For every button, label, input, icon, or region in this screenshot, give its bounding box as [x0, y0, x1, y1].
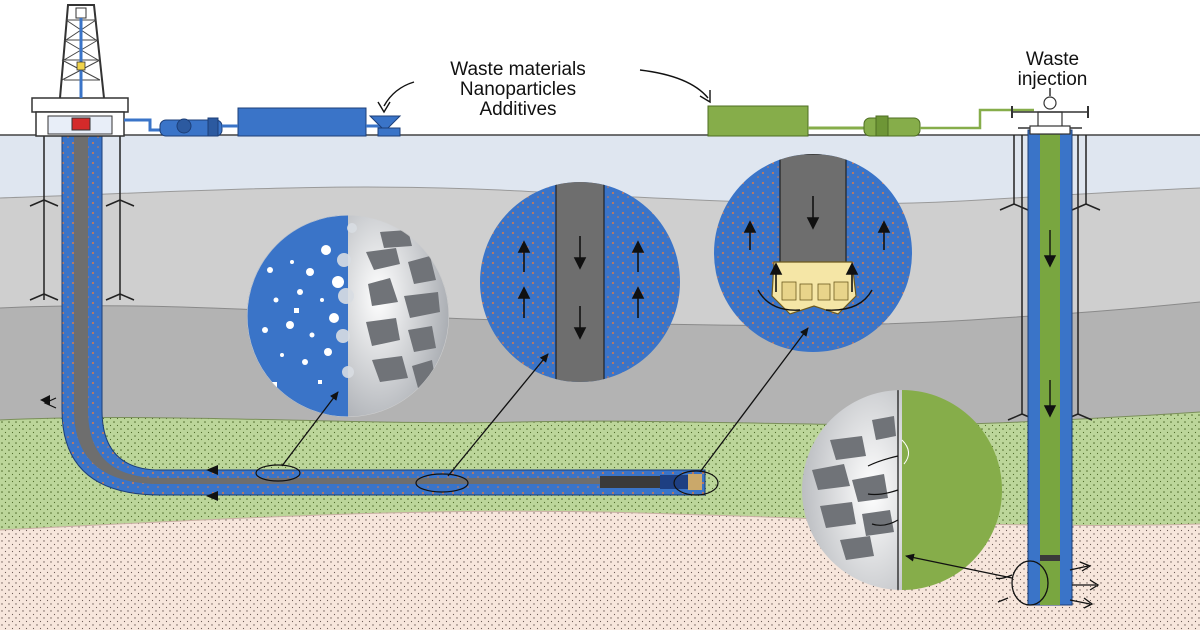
- surface-equipment-right: [707, 105, 1034, 137]
- wellhead-icon: [1011, 88, 1089, 135]
- sample-ellipse-1: [255, 464, 301, 482]
- zoom-circle-annulus: [480, 182, 680, 382]
- zoom-circle-formation: [802, 390, 1002, 590]
- wellbore-drilling-fluid: [61, 127, 706, 496]
- materials-label: Waste materials Nanoparticles Additives: [398, 60, 638, 120]
- drilling-rig-icon: [31, 4, 129, 137]
- leader-lines: [281, 327, 1013, 579]
- waste-fluid-column: [1040, 130, 1060, 605]
- waste-injection-label: Waste injection: [985, 50, 1120, 90]
- waste-injection-label-line-1: Waste: [1025, 49, 1080, 70]
- arrow-icon: [639, 69, 709, 99]
- drilling-well: [29, 127, 719, 501]
- injection-well: [995, 88, 1101, 609]
- sand-layer: [0, 511, 1200, 630]
- fracture-outflow: [995, 560, 1100, 609]
- sample-ellipse-2: [415, 473, 469, 493]
- waste-injection-label-line-2: injection: [1017, 69, 1088, 90]
- arrow-icon: [383, 81, 415, 107]
- zoom-circle-drill-bit: [714, 154, 912, 352]
- mixing-unit-icon: [237, 107, 367, 137]
- surface-equipment-left: [124, 107, 402, 137]
- sample-ellipse-3: [673, 470, 719, 496]
- waste-tank-icon: [707, 105, 809, 137]
- materials-label-line-1: Waste materials: [450, 59, 586, 80]
- materials-label-line-3: Additives: [479, 99, 557, 120]
- injection-pump-icon: [863, 117, 921, 137]
- materials-label-line-2: Nanoparticles: [459, 79, 577, 100]
- sky: [0, 0, 1200, 135]
- downflow-arrows: [1043, 230, 1057, 418]
- label-arrows: [377, 69, 711, 114]
